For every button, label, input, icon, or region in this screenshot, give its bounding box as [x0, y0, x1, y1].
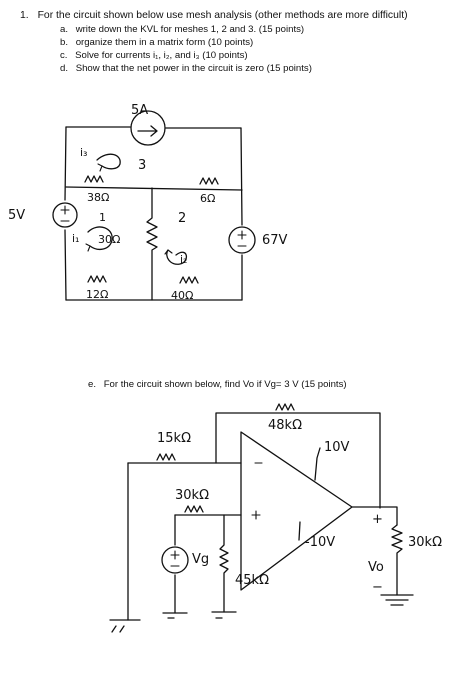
c1-label-r-middle-center: 2	[178, 211, 187, 226]
c2-output-wire	[351, 506, 398, 526]
c1-top-right-resistor	[199, 177, 219, 185]
part-text: write down the KVL for meshes 1, 2 and 3…	[75, 24, 305, 35]
c2-input-resistor	[156, 453, 176, 461]
part-letter: b.	[60, 37, 69, 48]
c1-label-r-bottom-left: 12Ω	[86, 288, 109, 301]
c2-vg-source	[161, 546, 189, 574]
c2-supply-neg	[298, 521, 301, 541]
part-a: a. write down the KVL for meshes 1, 2 an…	[60, 23, 304, 36]
c2-feedback-resistor	[275, 403, 295, 411]
c2-ground-right	[380, 594, 414, 606]
question-number: 1.	[20, 10, 29, 21]
part-text: Solve for currents i₁, i₂, and i₃ (10 po…	[75, 50, 248, 61]
part-c: c. Solve for currents i₁, i₂, and i₃ (10…	[60, 49, 248, 62]
question-1-prompt: 1. For the circuit shown below use mesh …	[20, 9, 408, 23]
c1-label-r-top-right: 6Ω	[200, 192, 216, 205]
c1-mesh-arrow-1	[87, 226, 113, 251]
part-b: b. organize them in a matrix form (10 po…	[60, 36, 253, 49]
question-e-prompt: e. For the circuit shown below, find Vo …	[88, 378, 347, 391]
question-text: For the circuit shown below use mesh ana…	[37, 10, 408, 21]
c2-label-input: 15kΩ	[157, 431, 192, 446]
c2-label-vo: Vo	[368, 560, 384, 575]
c2-label-feedback: 48kΩ	[268, 418, 303, 433]
c1-bottom-right-resistor	[179, 276, 199, 284]
c1-label-r-middle-left: 30Ω	[98, 233, 121, 246]
part-text: For the circuit shown below, find Vo if …	[103, 379, 347, 390]
c1-left-wire	[64, 126, 67, 301]
c1-mesh-label-i1: i₁	[72, 232, 80, 245]
c1-label-current-source: 5A	[131, 103, 149, 118]
c2-label-noninv: 30kΩ	[175, 488, 210, 503]
c2-label-supply-neg: -10V	[305, 535, 336, 550]
c2-label-vg: Vg	[192, 552, 210, 567]
part-letter: c.	[60, 50, 68, 61]
part-text: organize them in a matrix form (10 point…	[75, 37, 254, 48]
c1-bottom-left-resistor	[87, 275, 107, 283]
c2-ground-resistor	[219, 514, 229, 613]
c2-supply-pos	[314, 447, 321, 481]
c1-right-wire	[240, 127, 243, 301]
c2-label-load: 30kΩ	[408, 535, 443, 550]
c1-label-left-voltage: 5V	[8, 208, 26, 223]
c1-mesh-arrow-2	[166, 249, 187, 265]
c1-mesh-label-i3: i₃	[80, 146, 88, 159]
part-letter: d.	[60, 63, 69, 74]
c1-mesh-label-i2: i₂	[180, 253, 188, 266]
part-text: Show that the net power in the circuit i…	[75, 63, 312, 74]
c1-current-arrow	[137, 125, 158, 137]
c1-label-r-top-left: 38Ω	[87, 191, 110, 204]
c2-load-resistor	[391, 524, 403, 596]
c2-ground-mid	[211, 611, 237, 619]
c2-ground-left	[109, 619, 141, 633]
c2-opamp	[240, 431, 353, 591]
part-letter: e.	[88, 379, 97, 390]
c1-mesh-number: 1	[99, 211, 106, 224]
c2-noninv-resistor	[184, 505, 204, 513]
c1-current-source	[130, 110, 166, 146]
c1-label-gain: 3	[138, 158, 147, 173]
c1-middle-wire	[65, 186, 243, 191]
c2-feedback-wire	[215, 412, 381, 509]
c1-label-right-voltage: 67V	[262, 233, 288, 248]
c2-label-supply-pos: 10V	[324, 440, 350, 455]
c1-left-voltage-source	[52, 202, 78, 228]
c1-label-r-bottom-right: 40Ω	[171, 289, 194, 302]
c1-top-left-resistor	[84, 175, 104, 183]
c1-middle-branch	[146, 187, 158, 301]
part-letter: a.	[60, 24, 69, 35]
c1-right-voltage-source	[228, 226, 256, 254]
part-d: d. Show that the net power in the circui…	[60, 62, 312, 75]
c2-label-out-plus: +	[372, 512, 383, 527]
c1-mesh-arrow-3	[96, 153, 121, 170]
c2-label-ground-r: 45kΩ	[235, 573, 270, 588]
c2-ground-vg	[162, 612, 188, 619]
c2-label-out-minus: −	[372, 580, 383, 595]
c1-top-wire	[65, 126, 242, 129]
